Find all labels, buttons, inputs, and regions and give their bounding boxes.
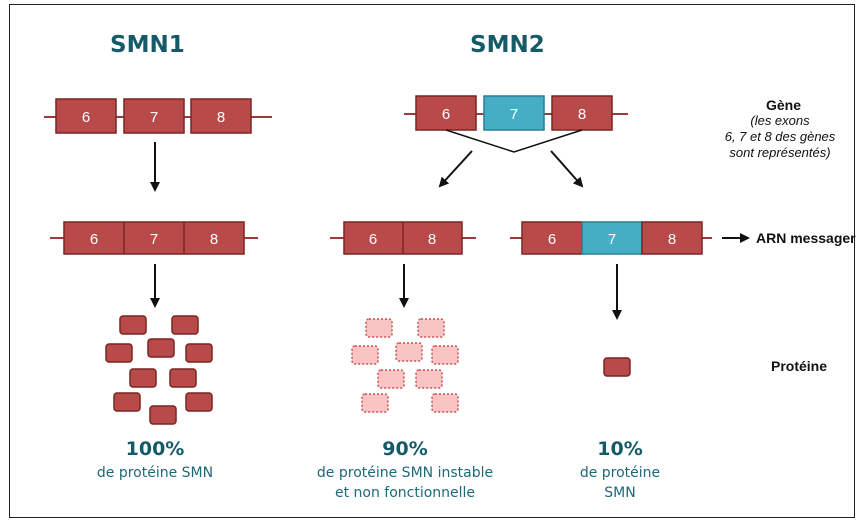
smn1-gene-exon-8 (190, 98, 252, 134)
smn1-gene-exon-7 (123, 98, 185, 134)
smn2-functional-percentage: 10% (597, 438, 643, 460)
smn1-percentage: 100% (125, 438, 185, 460)
smn1-gene: 6 7 8 (44, 98, 272, 134)
exon-label: 7 (608, 231, 616, 248)
gene-note-line-3: sont représentés) (729, 145, 831, 160)
splice-connector (445, 129, 583, 153)
gene-note-line-1: (les exons (750, 113, 810, 128)
exon-label: 8 (578, 106, 586, 123)
exon-label: 6 (90, 231, 98, 248)
gene-note-line-2: 6, 7 et 8 des gènes (724, 129, 836, 144)
title-smn2: SMN2 (470, 32, 545, 58)
arrow-smn2-to-mrna-short (438, 150, 473, 188)
title-smn1: SMN1 (110, 32, 185, 58)
smn1-gene-exon-6 (55, 98, 117, 134)
smn2-unstable-caption-line-2: et non fonctionnelle (334, 485, 476, 501)
smn2-functional-protein (603, 357, 631, 377)
exon-label: 6 (369, 231, 377, 248)
row-label-protein: Protéine (771, 358, 828, 374)
exon-label: 7 (150, 109, 158, 126)
smn2-unstable-percentage: 90% (382, 438, 428, 460)
exon-label: 8 (210, 231, 218, 248)
smn2-unstable-caption-line-1: de protéine SMN instable (316, 465, 494, 481)
smn2-unstable-caption: de protéine SMN instable et non fonction… (285, 463, 525, 503)
smn1-protein-cluster (105, 315, 213, 425)
smn2-gene: 6 7 8 (404, 95, 628, 131)
exon-label: 8 (217, 109, 225, 126)
row-label-mrna: ARN messager (756, 230, 856, 246)
exon-label: 6 (548, 231, 556, 248)
diagram-frame (9, 4, 855, 518)
smn2-mrna-short: 6 8 (330, 221, 476, 255)
exon-label: 7 (510, 106, 518, 123)
arrow-smn2-to-mrna-full (550, 150, 584, 188)
smn2-functional-caption-line-2: SMN (604, 485, 636, 501)
row-label-gene-note: (les exons 6, 7 et 8 des gènes sont repr… (700, 113, 860, 161)
exon-label: 8 (668, 231, 676, 248)
exon-label: 8 (428, 231, 436, 248)
smn2-mrna-full: 6 7 8 (510, 221, 712, 255)
exon-label: 6 (442, 106, 450, 123)
smn2-functional-caption: de protéine SMN (565, 463, 675, 503)
smn2-functional-caption-line-1: de protéine (579, 465, 661, 481)
smn1-caption: de protéine SMN (96, 465, 214, 481)
smn2-unstable-protein-cluster (351, 318, 459, 413)
smn1-mrna: 6 7 8 (50, 221, 258, 255)
exon-label: 6 (82, 109, 90, 126)
row-label-gene: Gène (766, 97, 802, 113)
exon-label: 7 (150, 231, 158, 248)
